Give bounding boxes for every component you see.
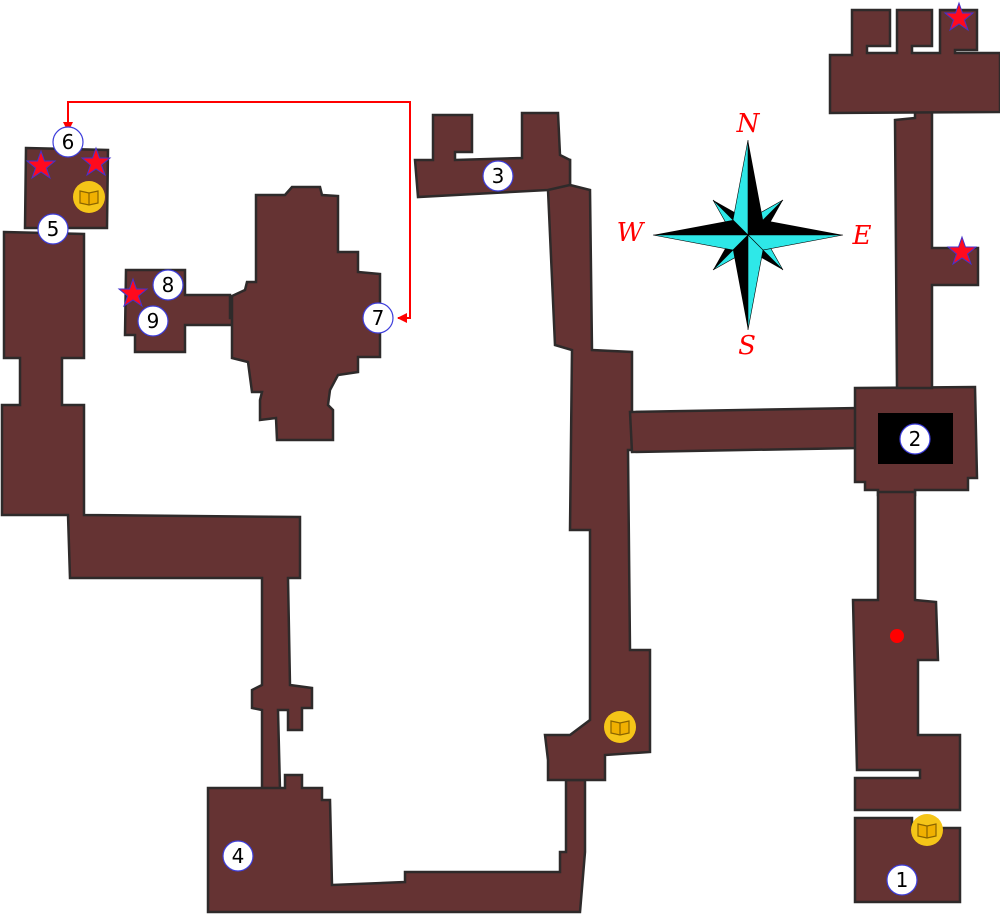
svg-text:5: 5 <box>47 217 60 241</box>
star-icon <box>25 149 57 180</box>
room-4 <box>206 773 587 914</box>
compass-west: W <box>617 218 646 248</box>
star-icon <box>943 1 975 32</box>
marker-2[interactable]: 2 <box>899 423 931 455</box>
corridor-southeast <box>851 490 962 812</box>
corridor-east-west <box>628 406 860 454</box>
floor-plan <box>0 8 1000 914</box>
marker-3[interactable]: 3 <box>482 160 514 192</box>
compass-south: S <box>738 331 756 361</box>
marker-9[interactable]: 9 <box>137 305 169 337</box>
svg-text:7: 7 <box>372 306 385 330</box>
marker-5[interactable]: 5 <box>37 213 69 245</box>
marker-4[interactable]: 4 <box>222 840 254 872</box>
marker-8[interactable]: 8 <box>152 269 184 301</box>
star-icon <box>80 146 112 177</box>
svg-text:9: 9 <box>147 309 160 333</box>
book-icon[interactable] <box>604 711 636 743</box>
marker-7[interactable]: 7 <box>362 302 394 334</box>
svg-text:2: 2 <box>909 427 922 451</box>
marker-6[interactable]: 6 <box>52 126 84 158</box>
svg-text:6: 6 <box>62 130 75 154</box>
room-northeast <box>828 8 1000 115</box>
book-icon[interactable] <box>73 181 105 213</box>
svg-text:8: 8 <box>162 273 175 297</box>
red-dot-icon <box>890 629 904 643</box>
corridor-west <box>0 230 314 792</box>
svg-text:1: 1 <box>896 868 909 892</box>
compass-north: N <box>736 109 761 139</box>
marker-1[interactable]: 1 <box>886 864 918 896</box>
star-icon <box>117 277 149 308</box>
corridor-central <box>543 158 652 782</box>
compass-rose-icon <box>652 139 844 331</box>
svg-text:3: 3 <box>492 164 505 188</box>
corridor-north <box>893 110 980 390</box>
room-3 <box>413 111 572 199</box>
star-icon <box>946 235 978 266</box>
stars <box>25 1 978 308</box>
great-hall <box>230 185 382 442</box>
compass-east: E <box>852 221 872 251</box>
svg-text:4: 4 <box>232 844 245 868</box>
book-icon[interactable] <box>911 814 943 846</box>
